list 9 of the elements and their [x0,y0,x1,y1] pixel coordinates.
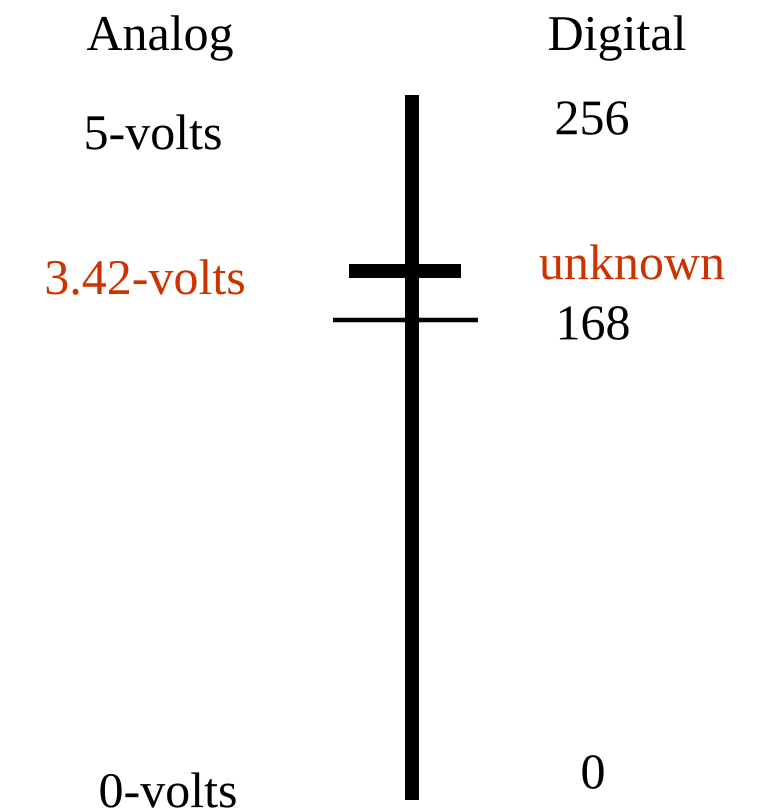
voltage-label: 0-volts [100,772,236,808]
digital-value: 0 [582,755,604,789]
digital-value: 168 [560,306,629,340]
voltage-label: 3.42-volts [46,259,244,295]
digital-value: unknown [540,244,724,280]
digital-value: 256 [556,101,628,135]
column-heading: Digital [549,15,686,61]
column-heading: Analog [86,15,233,61]
voltage-label: 5-volts [86,114,221,150]
